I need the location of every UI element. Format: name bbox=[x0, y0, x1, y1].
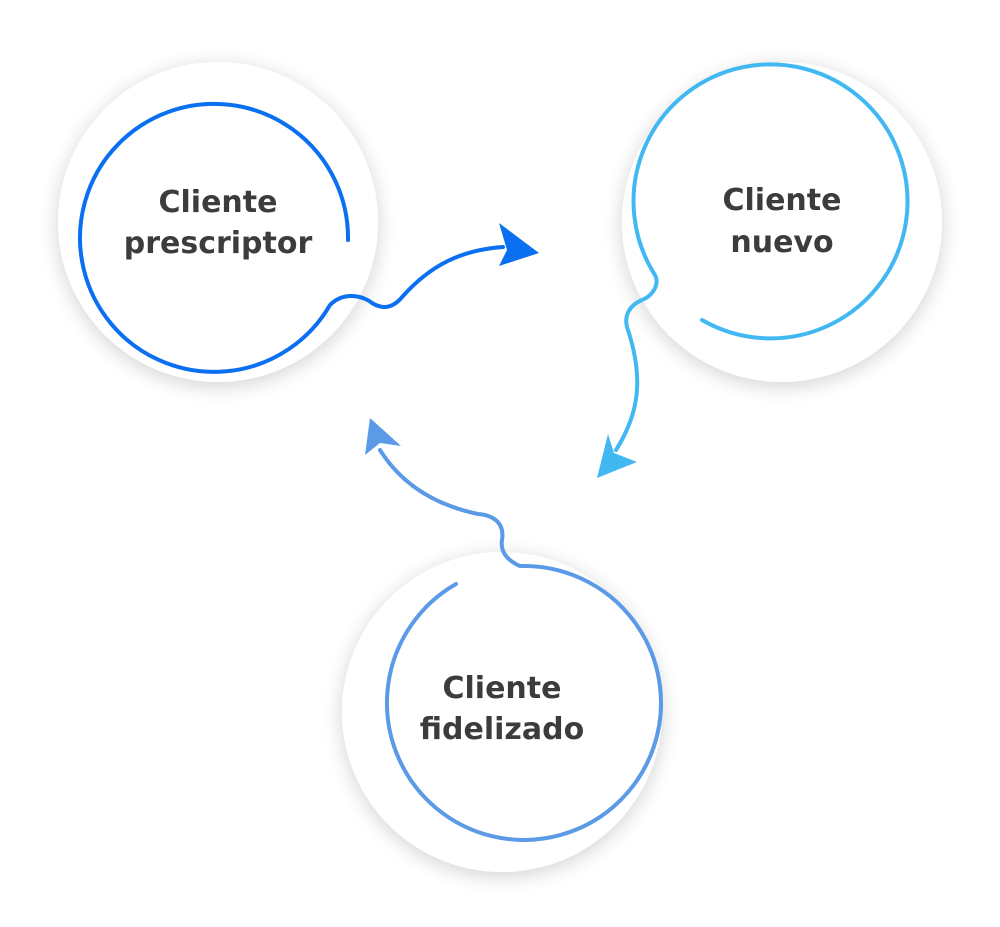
node-label-line1: Cliente bbox=[159, 185, 278, 220]
node-background-disc bbox=[58, 62, 378, 382]
arrowhead-icon bbox=[365, 418, 401, 455]
node-label-line1: Cliente bbox=[443, 671, 562, 706]
node-ring-arrow bbox=[78, 101, 505, 374]
arrowhead-icon bbox=[597, 434, 637, 478]
arrowhead-icon bbox=[499, 223, 539, 266]
node-cliente-fidelizado: Cliente fidelizado bbox=[342, 418, 663, 872]
node-ring-arrow bbox=[378, 448, 663, 842]
node-label-line2: fidelizado bbox=[420, 712, 584, 747]
node-label-line1: Cliente bbox=[723, 183, 842, 218]
node-cliente-prescriptor: Cliente prescriptor bbox=[58, 62, 539, 382]
node-label-line2: prescriptor bbox=[124, 226, 313, 261]
node-label-line2: nuevo bbox=[730, 225, 833, 260]
node-cliente-nuevo: Cliente nuevo bbox=[597, 62, 942, 478]
node-ring-arrow bbox=[614, 62, 910, 452]
